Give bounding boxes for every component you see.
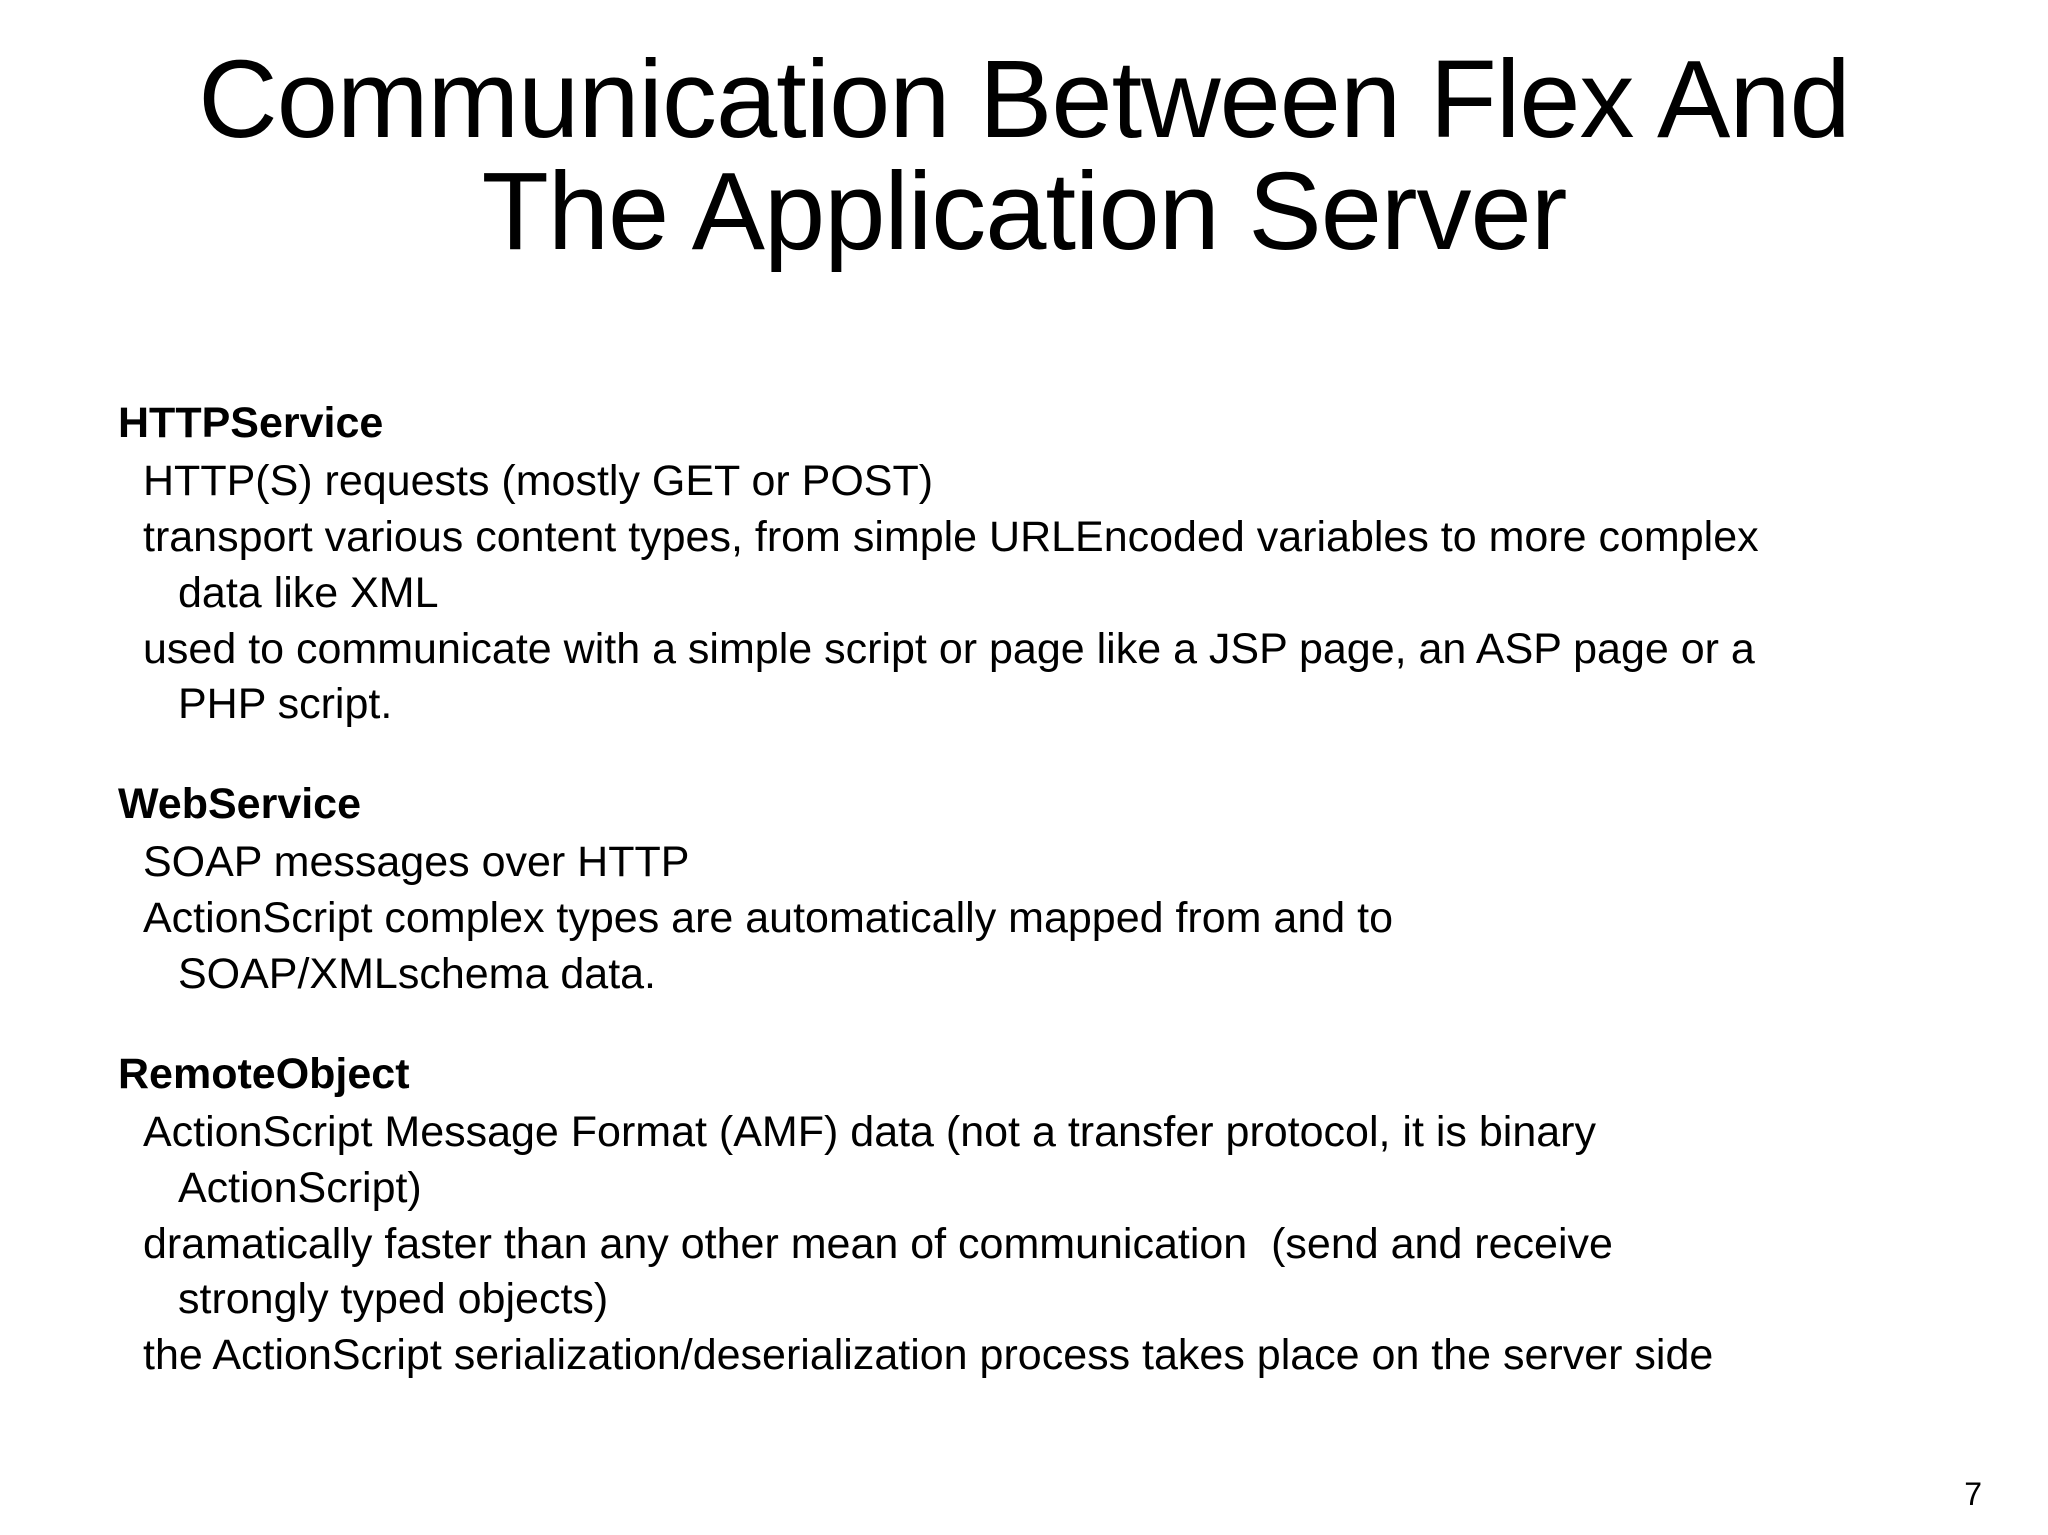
section-line: ActionScript Message Format (AMF) data (… [143,1107,1596,1156]
section-line: ActionScript complex types are automatic… [143,894,1393,943]
section-line-continuation: SOAP/XMLschema data. [178,950,656,999]
section-line-continuation: PHP script. [178,680,393,729]
section-line-continuation: data like XML [178,568,439,617]
section-heading: WebService [118,780,362,829]
section-heading: HTTPService [118,399,384,447]
section-heading: RemoteObject [118,1049,410,1098]
section-line: HTTP(S) requests (mostly GET or POST) [143,456,934,505]
section-line: the ActionScript serialization/deseriali… [143,1331,1714,1380]
section-line-continuation: strongly typed objects) [178,1275,609,1324]
slide-title-line-2: The Application Server [481,150,1568,274]
section-line: dramatically faster than any other mean … [143,1219,1613,1268]
section-line: SOAP messages over HTTP [143,838,690,887]
section-line-continuation: ActionScript) [178,1163,422,1212]
slide-title-line-1: Communication Between Flex And [198,38,1850,161]
page-number: 7 [1964,1476,1982,1512]
section-line: transport various content types, from si… [143,512,1759,561]
section-line: used to communicate with a simple script… [143,624,1755,673]
slide-title: Communication Between Flex And The Appli… [0,38,2048,274]
